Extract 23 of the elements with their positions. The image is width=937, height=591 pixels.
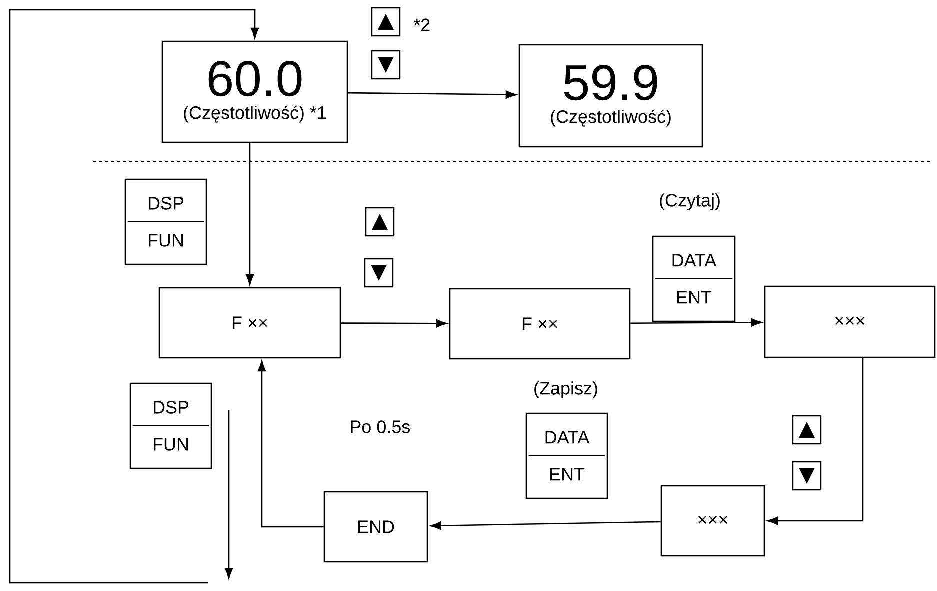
key-button: DATA ENT [526,412,608,500]
key-button: DATA ENT [652,236,736,322]
arrow [246,143,254,286]
arrow [348,90,517,99]
step-caption: (Czytaj) [660,194,720,210]
footnote-mark: *2 [414,18,430,32]
step-caption: (Zapisz) [534,382,598,398]
process-box: ××× [764,286,936,358]
arrow [341,320,448,328]
delay-note: Po 0.5s [351,420,410,434]
arrow [767,358,864,526]
key-button: DSP FUN [124,178,208,266]
arrow [430,521,661,530]
display-box: 59.9 (Częstotliwość) [518,44,704,148]
process-box: F ×× [449,288,631,360]
arrow [9,9,260,584]
process-box: END [324,491,428,563]
process-box: ××× [660,485,766,557]
display-box: 60.0 (Częstotliwość) *1 [162,40,348,144]
process-box: F ×× [158,287,342,359]
key-button: DSP FUN [130,382,212,470]
arrow [630,318,762,327]
arrow [258,360,324,528]
